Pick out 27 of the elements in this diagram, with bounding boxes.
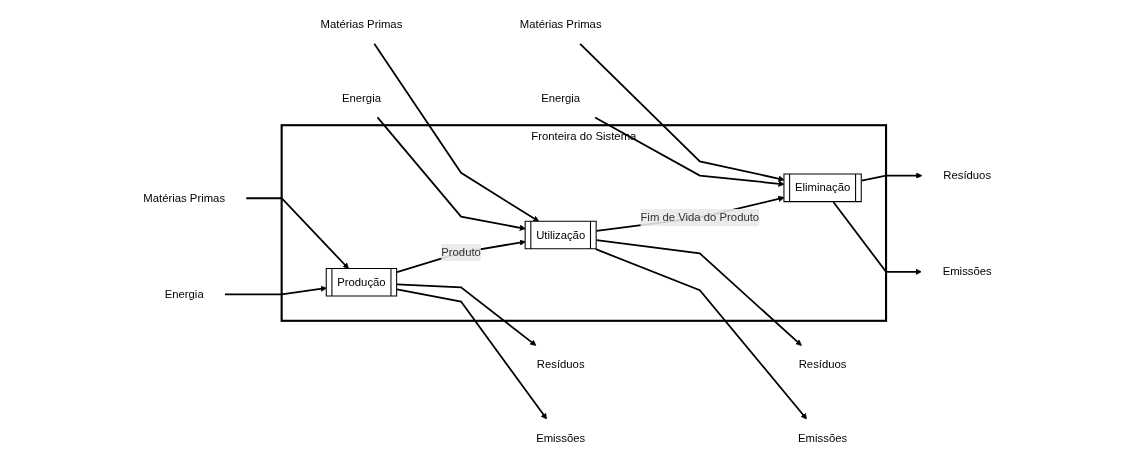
arrow	[594, 116, 785, 187]
arrow	[832, 201, 922, 275]
node-text: Energia	[541, 91, 581, 104]
arrow	[373, 42, 540, 222]
node-text: Matérias Primas	[519, 18, 602, 31]
arrow	[396, 239, 526, 273]
edge-label: Fim de Vida do Produto	[640, 211, 760, 224]
node-text: Matérias Primas	[143, 191, 226, 204]
node-text: Emissões	[798, 431, 848, 444]
node-text: Energia	[341, 91, 381, 104]
node-text: Matérias Primas	[320, 18, 403, 31]
arrow	[579, 42, 785, 182]
arrow	[594, 248, 808, 420]
arrow	[396, 288, 548, 420]
node-text: Energia	[164, 288, 204, 301]
node-text: Emissões	[536, 431, 586, 444]
arrow	[595, 195, 785, 232]
node-text: Emissões	[942, 265, 992, 278]
node-text: Resíduos	[798, 358, 847, 371]
node-text: Resíduos	[536, 358, 585, 371]
edge-label: Produto	[441, 246, 481, 259]
arrow	[860, 172, 923, 182]
arrow	[376, 116, 526, 231]
node-text: Resíduos	[943, 169, 992, 182]
arrow	[396, 283, 537, 346]
arrow	[595, 239, 802, 346]
arrow	[224, 285, 327, 296]
